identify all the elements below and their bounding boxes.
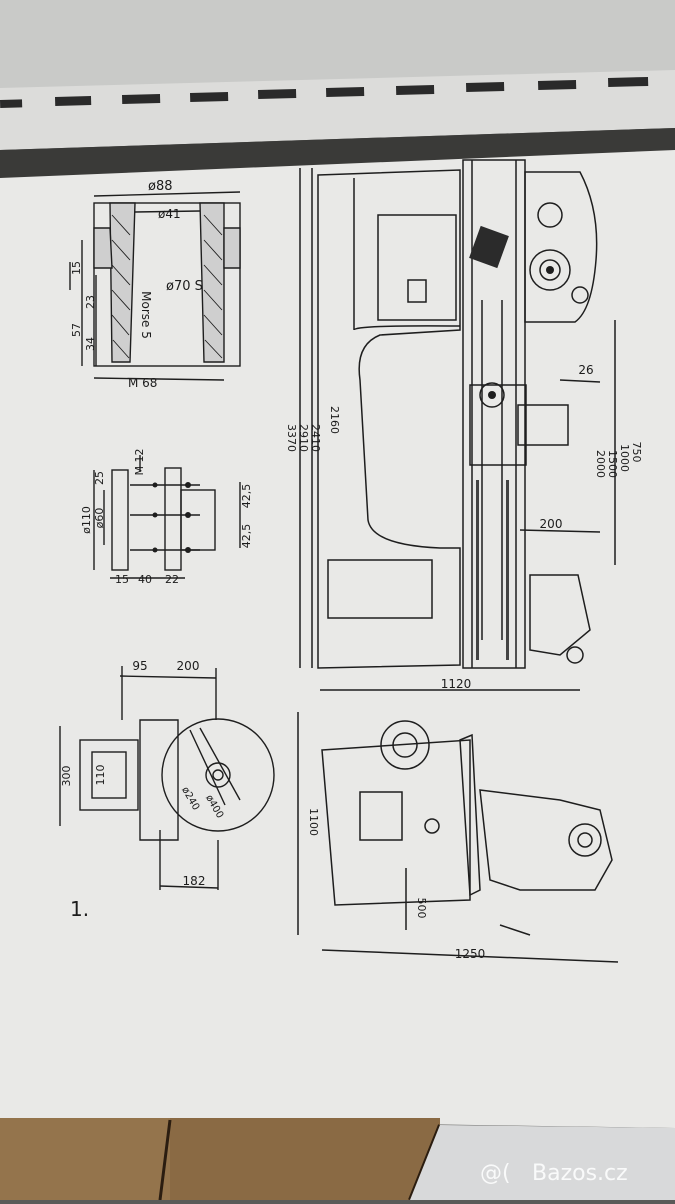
bushing-dim-34: 34 [84,337,97,351]
length-3370: 3370 [285,424,298,452]
width-1250: 1250 [455,947,486,961]
rest-dim-110: 110 [94,765,107,786]
lathe-end-view [297,712,619,963]
upper-sheet [0,0,675,92]
length-2160: 2160 [328,406,341,434]
flange-dim-15: 15 [115,573,129,586]
watermark-text: Bazos.cz [532,1161,628,1186]
watermark-prefix: @( [480,1161,511,1186]
rest-dim-95: 95 [132,659,147,673]
flange-dim-42-5-a: 42,5 [240,484,253,509]
height-1100: 1100 [307,808,320,836]
flange-dim-22: 22 [165,573,179,586]
figure-number: 1. [70,897,89,921]
flange-dia-60: ø60 [93,508,106,529]
length-2910: 2910 [297,424,310,452]
bushing-dim-57: 57 [70,323,83,337]
bushing-labels: ø88 ø41 ø70 S Morse 5 M 68 15 23 57 34 [70,179,203,390]
bushing-bore-dia: ø41 [158,207,181,221]
bushing-drawing [69,191,241,381]
flange-bolt: M 12 [133,449,146,476]
lathe-top-fill [469,225,554,660]
binder-dashes [0,76,649,108]
rest-dim-300: 300 [60,766,73,787]
width-1120: 1120 [441,677,472,691]
flange-fill [152,482,191,553]
flange-dia-110: ø110 [80,506,93,534]
bushing-dim-15: 15 [70,261,83,275]
flange-labels: M 12 25 ø60 ø110 15 40 22 42,5 42,5 [80,449,253,586]
rest-drawing [59,666,275,890]
bushing-fit-dia: ø70 S [166,279,203,294]
lathe-top-view [299,159,616,691]
flange-dim-25: 25 [93,471,106,485]
lathe-end-labels: 1100 500 1250 [307,808,485,961]
centers-2000: 2000 [594,450,607,478]
centers-1000: 1000 [618,444,631,472]
bushing-outer-dia: ø88 [148,179,173,194]
bushing-taper: Morse 5 [139,291,153,339]
flange-dim-42-5-b: 42,5 [240,524,253,549]
main-sheet [0,150,675,1128]
length-2410: 2410 [309,424,322,452]
lathe-top-labels: 2160 2410 2910 3370 750 1000 1500 2000 2… [285,363,643,691]
paper-corner [410,1125,675,1200]
bushing-dim-23: 23 [84,295,97,309]
bushing-thread: M 68 [128,376,157,390]
dim-500: 500 [415,898,428,919]
dim-26: 26 [578,363,593,377]
dim-200: 200 [540,517,563,531]
flange-drawing [93,455,241,579]
binder-strip [0,70,675,150]
centers-1500: 1500 [606,450,619,478]
flange-dim-40: 40 [138,573,152,586]
rest-dim-182: 182 [183,874,206,888]
centers-750: 750 [630,442,643,463]
rest-dim-200: 200 [177,659,200,673]
watermark: @( Bazos.cz [480,1161,628,1186]
